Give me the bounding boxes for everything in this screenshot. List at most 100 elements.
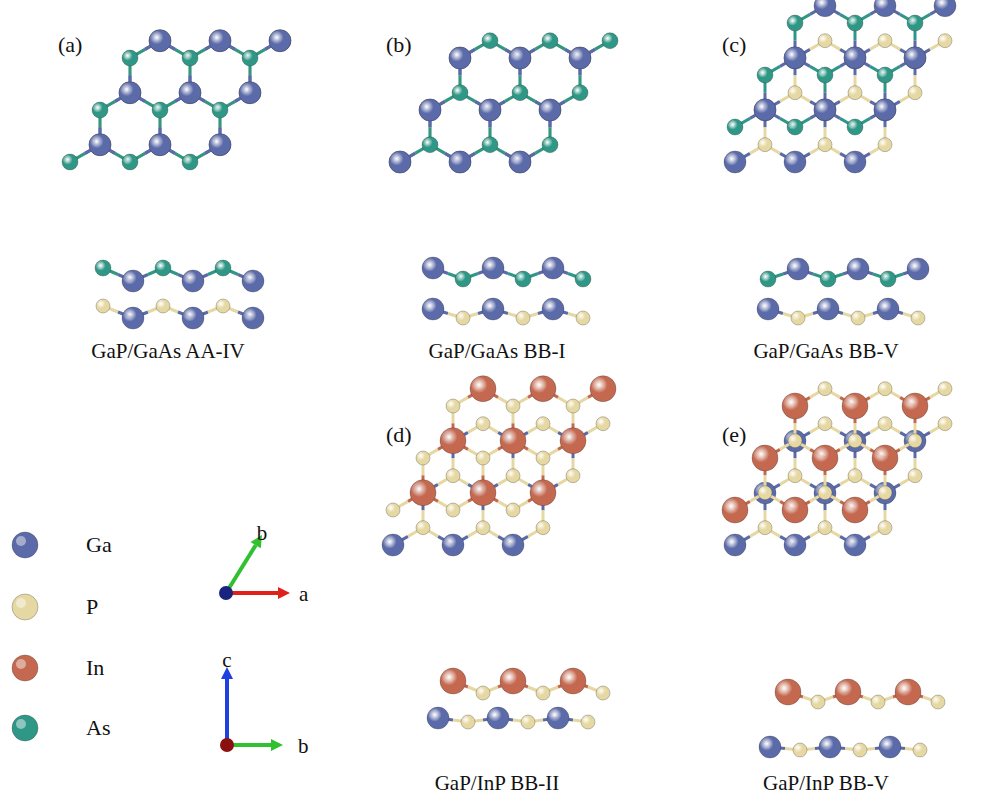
panel-label: (b) [386, 34, 412, 56]
atom [542, 33, 558, 49]
atom [269, 30, 291, 52]
atom [784, 534, 806, 556]
atom [542, 298, 564, 320]
atom [479, 99, 501, 121]
atom [938, 382, 952, 396]
atom [389, 151, 411, 173]
atom [848, 434, 862, 448]
atom [782, 497, 808, 523]
atom [446, 503, 460, 517]
atom [63, 155, 77, 169]
atom [871, 695, 885, 709]
atom [724, 151, 746, 173]
atom [410, 480, 436, 506]
atom [908, 434, 922, 448]
atom [782, 393, 808, 419]
atom [242, 307, 264, 329]
atom [844, 47, 866, 69]
atom [179, 82, 201, 104]
atom [791, 311, 805, 325]
atom [775, 679, 801, 705]
atom [581, 715, 595, 729]
atom [812, 445, 838, 471]
atom [847, 15, 863, 31]
atom [243, 51, 257, 65]
atom [89, 134, 111, 156]
atom [878, 34, 892, 48]
atom [149, 30, 171, 52]
atom [754, 99, 776, 121]
atom [566, 399, 580, 413]
atom [787, 15, 803, 31]
atom [179, 82, 201, 104]
atom [788, 434, 802, 448]
atom [216, 299, 230, 313]
atom [506, 469, 520, 483]
legend-text: P [86, 596, 98, 618]
structure-caption: GaP/GaAs AA-IV [91, 341, 244, 362]
atom [442, 534, 464, 556]
atom [907, 15, 923, 31]
atom [784, 47, 806, 69]
atom [479, 99, 501, 121]
atom [874, 0, 896, 17]
atom [904, 47, 926, 69]
atom [419, 99, 441, 121]
atom [895, 679, 921, 705]
atom [590, 376, 616, 402]
atom [92, 102, 108, 118]
atom [817, 67, 833, 83]
atom [569, 47, 591, 69]
axis-arrowhead [271, 739, 283, 751]
atom [62, 154, 78, 170]
atom [819, 736, 841, 758]
legend-swatch [12, 594, 38, 620]
atom [513, 86, 527, 100]
atom [482, 298, 504, 320]
atom [96, 299, 110, 313]
atom [482, 137, 498, 153]
atom [502, 534, 524, 556]
atom [449, 151, 471, 173]
atom [156, 299, 170, 313]
atom [814, 99, 836, 121]
atom [152, 102, 168, 118]
atom [560, 428, 586, 454]
atom [521, 715, 535, 729]
atom [456, 311, 470, 325]
atom [416, 451, 430, 465]
atom [814, 0, 836, 17]
atom [453, 86, 467, 100]
axis-origin [220, 738, 234, 752]
atom [848, 469, 862, 483]
atom [416, 521, 430, 535]
atom [389, 151, 411, 173]
atom [760, 271, 776, 287]
axis-arrowhead [278, 587, 290, 599]
atom [817, 298, 839, 320]
atom [727, 119, 743, 135]
atom [209, 134, 231, 156]
atom [506, 399, 520, 413]
atom [539, 99, 561, 121]
atom [183, 155, 197, 169]
atom [470, 376, 496, 402]
atom [573, 86, 587, 100]
atom [515, 271, 531, 287]
legend-text: Ga [86, 534, 112, 556]
atom [269, 30, 291, 52]
atom [560, 668, 586, 694]
atom [461, 715, 475, 729]
atom [423, 138, 437, 152]
legend-text: In [86, 657, 104, 679]
atom [759, 736, 781, 758]
atom [470, 480, 496, 506]
atom [566, 469, 580, 483]
atom [500, 668, 526, 694]
atom [382, 534, 404, 556]
atom [757, 298, 779, 320]
atom [452, 85, 468, 101]
atom [793, 743, 807, 757]
structure-caption: GaP/GaAs BB-V [753, 341, 898, 362]
atom [153, 103, 167, 117]
